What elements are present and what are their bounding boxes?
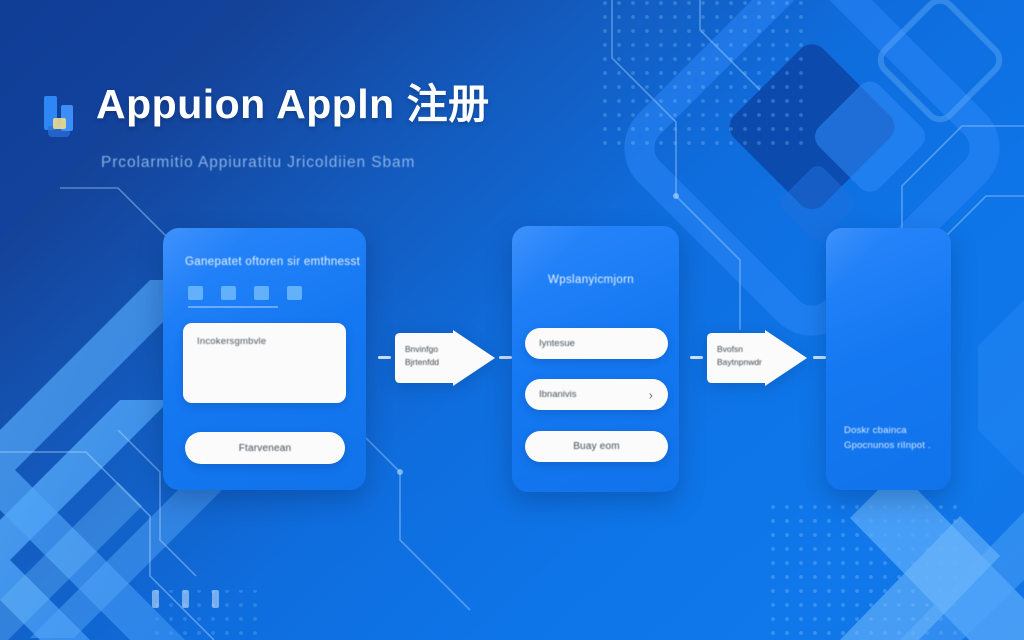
register-form-panel[interactable]: Incokersgmbvle	[183, 323, 346, 403]
card-complete-note-line-2: Gpocnunos riInpot .	[844, 440, 931, 452]
connector-2-label-line-2: Baytnpnwdr	[717, 356, 762, 367]
card-verify-title: Wpslanyicmjorn	[548, 274, 635, 286]
card-complete-note: Doskr cbainca Gpocnunos riInpot .	[844, 423, 939, 454]
row-select[interactable]: Ibnanivis ›	[525, 379, 668, 410]
row-mobile-label: Iyntesue	[539, 338, 575, 349]
page-subtitle: Prcolarmitio Appiuratitu Jricoldiien Sba…	[101, 154, 416, 171]
card-complete[interactable]: Doskr cbainca Gpocnunos riInpot .	[826, 228, 951, 490]
card-register-title: Ganepatet oftoren sir emthnesst	[185, 256, 361, 268]
step-dot-3[interactable]	[254, 286, 269, 300]
row-select-label: Ibnanivis	[539, 389, 577, 400]
slide-header: Appuion Appln 注册 Prcolarmitio Appiuratit…	[42, 80, 490, 172]
chevron-right-icon: ›	[648, 387, 653, 402]
brand-row: Appuion Appln 注册	[42, 80, 490, 140]
step-indicator-underline	[188, 306, 278, 308]
register-submit-label: Ftarvenean	[238, 442, 292, 454]
connector-1-label-line-1: Bnvinfgo	[405, 344, 439, 354]
connector-step-2-to-3: Bvofsn Baytnpnwdr	[690, 330, 826, 386]
register-submit-button[interactable]: Ftarvenean	[185, 432, 345, 464]
step-dot-4[interactable]	[287, 286, 302, 300]
verify-submit-button[interactable]: Buay eom	[525, 431, 668, 462]
page-title: Appuion Appln 注册	[96, 81, 490, 127]
register-form-placeholder: Incokersgmbvle	[197, 336, 267, 347]
arrow-right-icon	[395, 330, 495, 386]
connector-step-1-to-2: Bnvinfgo Bjrtenfdd	[378, 330, 512, 386]
card-gloss	[826, 228, 931, 355]
row-mobile[interactable]: Iyntesue	[525, 328, 668, 359]
connector-dash-right	[499, 356, 512, 359]
app-logo-icon	[42, 96, 78, 140]
card-verify[interactable]: Wpslanyicmjorn Iyntesue Ibnanivis › Buay…	[512, 226, 679, 492]
connector-dash-left	[690, 356, 703, 359]
arrow-right-icon	[707, 330, 807, 386]
verify-submit-label: Buay eom	[573, 441, 620, 452]
step-indicator[interactable]	[188, 286, 302, 300]
connector-1-label: Bnvinfgo Bjrtenfdd	[405, 343, 439, 369]
card-register[interactable]: Ganepatet oftoren sir emthnesst Incokers…	[163, 228, 366, 490]
connector-2-label: Bvofsn Baytnpnwdr	[717, 343, 762, 369]
step-dot-1[interactable]	[188, 286, 203, 300]
card-complete-note-line-1: Doskr cbainca	[844, 424, 907, 436]
connector-2-label-line-1: Bvofsn	[717, 344, 743, 354]
connector-1-label-line-2: Bjrtenfdd	[405, 356, 440, 367]
connector-dash-right	[813, 356, 826, 359]
connector-dash-left	[378, 356, 391, 359]
step-dot-2[interactable]	[221, 286, 236, 300]
